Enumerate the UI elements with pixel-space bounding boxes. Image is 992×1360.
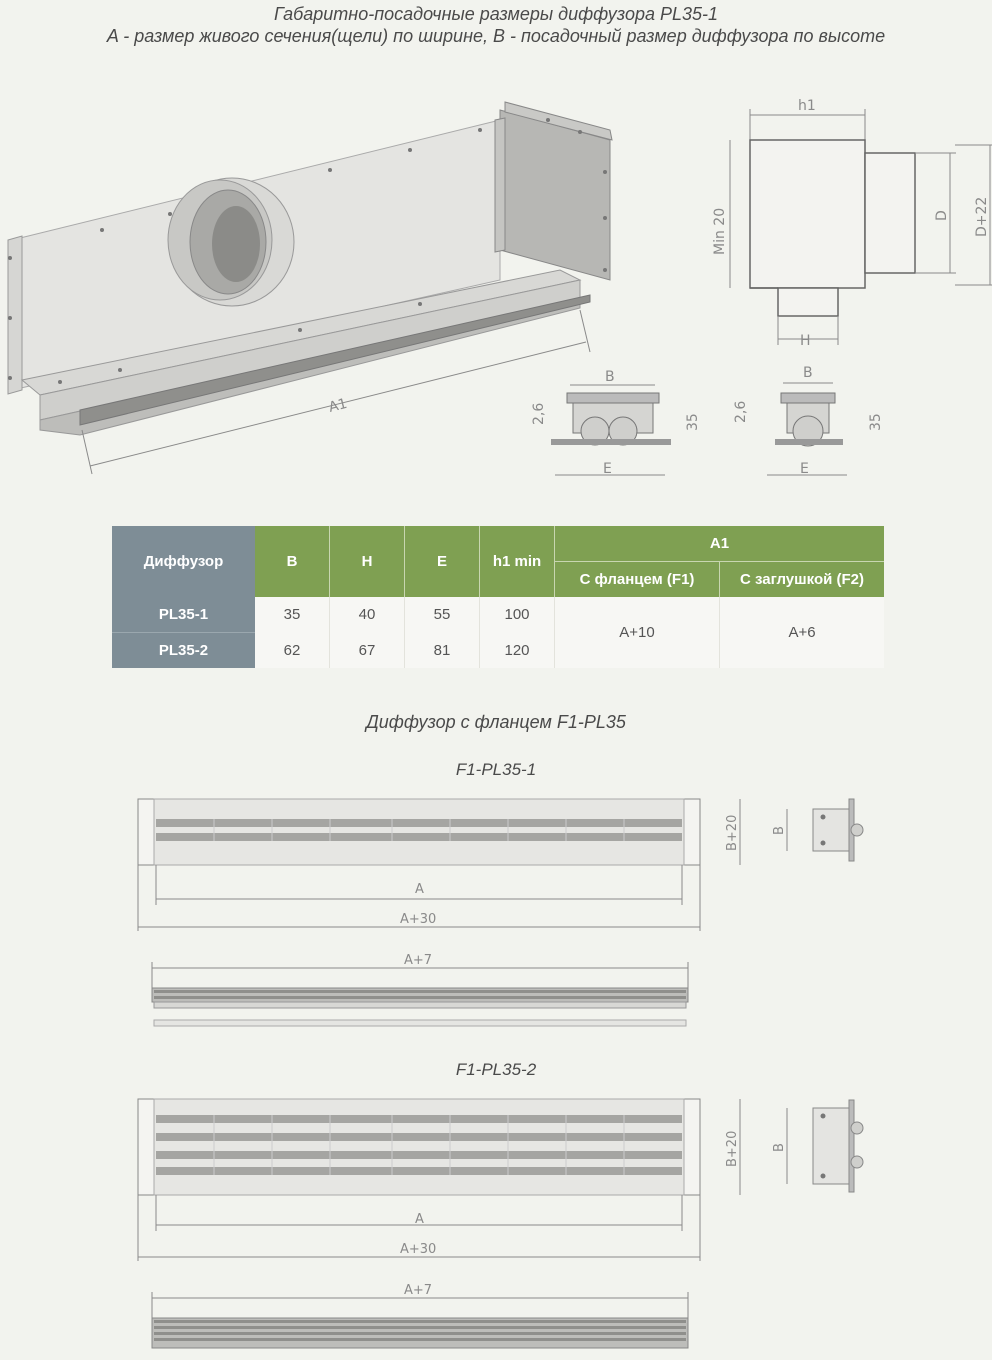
variant1-dim-b: B xyxy=(772,826,787,835)
variant1-dim-a30: A+30 xyxy=(400,912,436,927)
variant1-dim-a: A xyxy=(415,882,424,897)
col-e-header: E xyxy=(404,526,480,597)
dim-b-label-1: B xyxy=(605,369,615,385)
dim-e-label-2: E xyxy=(800,461,809,477)
dim-a1-label: A1 xyxy=(327,396,349,416)
col-b-header: B xyxy=(255,526,330,597)
dim-h1-label: h1 xyxy=(798,98,816,114)
side-section-drawing: h1 Min 20 D D+22 H xyxy=(712,98,992,349)
variant1-title: F1-PL35-1 xyxy=(455,760,537,779)
dim-b-label-2: B xyxy=(803,365,813,381)
table-row: PL35-2 62 67 81 120 xyxy=(112,632,884,668)
cell-a1-flange: A+10 xyxy=(554,597,720,668)
dim-min20-label: Min 20 xyxy=(712,208,728,255)
row-name: PL35-1 xyxy=(112,597,255,633)
variant2-dim-a7: A+7 xyxy=(404,1283,432,1298)
variant2-top-view: A+7 xyxy=(151,1283,689,1349)
cell-b: 62 xyxy=(255,632,330,668)
variant2-title: F1-PL35-2 xyxy=(455,1060,537,1079)
cell-h1: 120 xyxy=(479,632,555,668)
variant2-dim-a: A xyxy=(415,1212,424,1227)
col-h1-header: h1 min xyxy=(479,526,555,597)
table-row: PL35-1 35 40 55 100 A+10 A+6 xyxy=(112,597,884,668)
spec-table: Диффузор B H E h1 min A1 С фланцем (F1) … xyxy=(112,526,884,668)
dim-e-label-1: E xyxy=(603,461,612,477)
cell-h1: 100 xyxy=(479,597,555,633)
col-flange-header: С фланцем (F1) xyxy=(554,561,720,597)
dim-26-label-2: 2,6 xyxy=(733,401,749,423)
variant1-top-view: A+7 xyxy=(151,953,689,1027)
col-a1-header: A1 xyxy=(554,526,884,562)
variant2-dim-a30: A+30 xyxy=(400,1242,436,1257)
cell-b: 35 xyxy=(255,597,330,633)
dim-26-label-1: 2,6 xyxy=(531,403,547,425)
cell-h: 67 xyxy=(329,632,405,668)
profile-section-single: B 2,6 35 E xyxy=(733,365,884,477)
variant2-dim-b: B xyxy=(772,1143,787,1152)
variant2-dim-b20: B+20 xyxy=(725,1131,740,1167)
profile-section-double: B 2,6 35 E xyxy=(531,369,701,477)
row-name: PL35-2 xyxy=(112,632,255,668)
cell-a1-plug: A+6 xyxy=(719,597,884,668)
col-plug-header: С заглушкой (F2) xyxy=(719,561,884,597)
col-h-header: H xyxy=(329,526,405,597)
cell-h: 40 xyxy=(329,597,405,633)
variant1-dim-b20: B+20 xyxy=(725,815,740,851)
title-line-1: Габаритно-посадочные размеры диффузора P… xyxy=(273,4,719,24)
cell-e: 81 xyxy=(404,632,480,668)
variant2-front-view: A A+30 B+20 xyxy=(137,1098,741,1261)
dim-h-label: H xyxy=(800,333,811,349)
variant2-side-view: B xyxy=(772,1099,864,1193)
dim-35-label-1: 35 xyxy=(685,413,701,431)
section-title: Диффузор с фланцем F1-PL35 xyxy=(366,712,626,732)
col-diffuser-header: Диффузор xyxy=(112,526,255,597)
variant1-side-view: B xyxy=(772,798,864,862)
dim-d22-label: D+22 xyxy=(974,197,990,237)
variant1-dim-a7: A+7 xyxy=(404,953,432,968)
dim-d-label: D xyxy=(934,210,950,221)
title-line-2: A - размер живого сечения(щели) по ширин… xyxy=(106,26,886,46)
dim-35-label-2: 35 xyxy=(868,413,884,431)
cell-e: 55 xyxy=(404,597,480,633)
plenum-isometric-drawing: A1 xyxy=(7,101,613,475)
variant1-front-view: A A+30 B+20 xyxy=(137,798,741,931)
